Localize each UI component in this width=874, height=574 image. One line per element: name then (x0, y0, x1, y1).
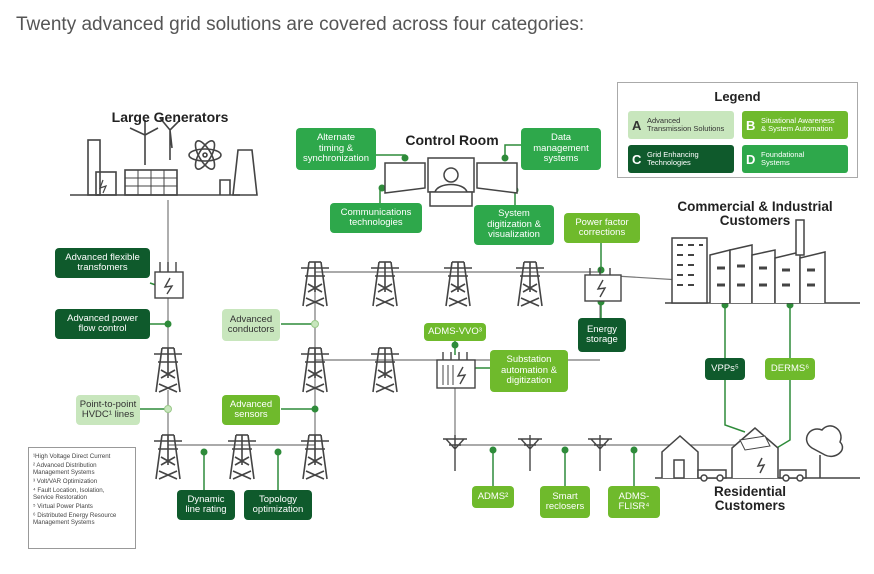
box-substation-automation: Substation automation & digitization (490, 350, 568, 392)
legend-text-d: Foundational Systems (761, 150, 805, 167)
footnote: ³ Volt/VAR Optimization (33, 478, 98, 485)
commercial-substation-icon (584, 268, 622, 302)
legend-letter-b: B (746, 117, 756, 133)
commercial-buildings-icon (665, 219, 860, 304)
legend-letter-c: C (632, 151, 642, 167)
box-hvdc-lines: Point-to-point HVDC¹ lines (76, 395, 140, 425)
footnote: ² Advanced Distribution Management Syste… (33, 462, 97, 476)
generator-transformer-icon (154, 262, 184, 299)
footnote: ¹High Voltage Direct Current (33, 453, 111, 460)
box-adms-vvo: ADMS-VVO³ (424, 323, 486, 341)
box-alternate-timing: Alternate timing & synchronization (296, 128, 376, 170)
box-communications: Communications technologies (330, 203, 422, 233)
box-data-management: Data management systems (521, 128, 601, 170)
substation-icon (436, 352, 476, 389)
box-advanced-sensors: Advanced sensors (222, 395, 280, 425)
legend-item-d: D Foundational Systems (742, 145, 848, 173)
box-dynamic-line-rating: Dynamic line rating (177, 490, 235, 520)
box-topology-optimization: Topology optimization (244, 490, 312, 520)
section-commercial: Commercial & Industrial Customers (677, 199, 833, 228)
residential-icon (655, 425, 860, 482)
box-vpps: VPPs⁵ (705, 358, 745, 380)
box-advanced-conductors: Advanced conductors (222, 309, 280, 341)
legend-item-c: C Grid Enhancing Technologies (628, 145, 734, 173)
section-large-generators: Large Generators (111, 109, 229, 125)
box-smart-reclosers: Smart reclosers (540, 486, 590, 518)
box-power-factor: Power factor corrections (564, 213, 640, 243)
box-adms-flisr: ADMS- FLISR⁴ (608, 486, 660, 518)
headline: Twenty advanced grid solutions are cover… (16, 14, 585, 35)
legend-letter-a: A (632, 117, 642, 133)
legend-text-a: Advanced Transmission Solutions (647, 116, 725, 133)
legend-text-c: Grid Enhancing Technologies (647, 150, 699, 167)
legend: Legend A Advanced Transmission Solutions… (617, 82, 858, 178)
box-adms: ADMS² (472, 486, 514, 508)
box-derms: DERMS⁶ (765, 358, 815, 380)
section-residential: Residential Customers (713, 484, 787, 513)
footnote: ⁴ Fault Location, Isolation, Service Res… (33, 487, 105, 501)
transmission-towers (153, 261, 545, 480)
legend-item-a: A Advanced Transmission Solutions (628, 111, 734, 139)
box-system-digitization: System digitization & visualization (474, 205, 554, 245)
legend-letter-d: D (746, 151, 756, 167)
footnote: ⁶ Distributed Energy Resource Management… (33, 512, 117, 526)
legend-item-b: B Situational Awareness & System Automat… (742, 111, 848, 139)
legend-text-b: Situational Awareness & System Automatio… (761, 116, 835, 133)
control-room-icon (384, 157, 518, 207)
box-power-flow-control: Advanced power flow control (55, 309, 150, 339)
box-energy-storage: Energy storage (578, 318, 626, 352)
footnotes: ¹High Voltage Direct Current ² Advanced … (28, 447, 136, 549)
legend-title: Legend (714, 89, 761, 104)
section-control-room: Control Room (405, 132, 499, 148)
large-generators-icon (70, 117, 258, 196)
footnote: ⁵ Virtual Power Plants (33, 503, 93, 510)
distribution-poles (442, 434, 613, 472)
box-flexible-transformers: Advanced flexible transfomers (55, 248, 150, 278)
